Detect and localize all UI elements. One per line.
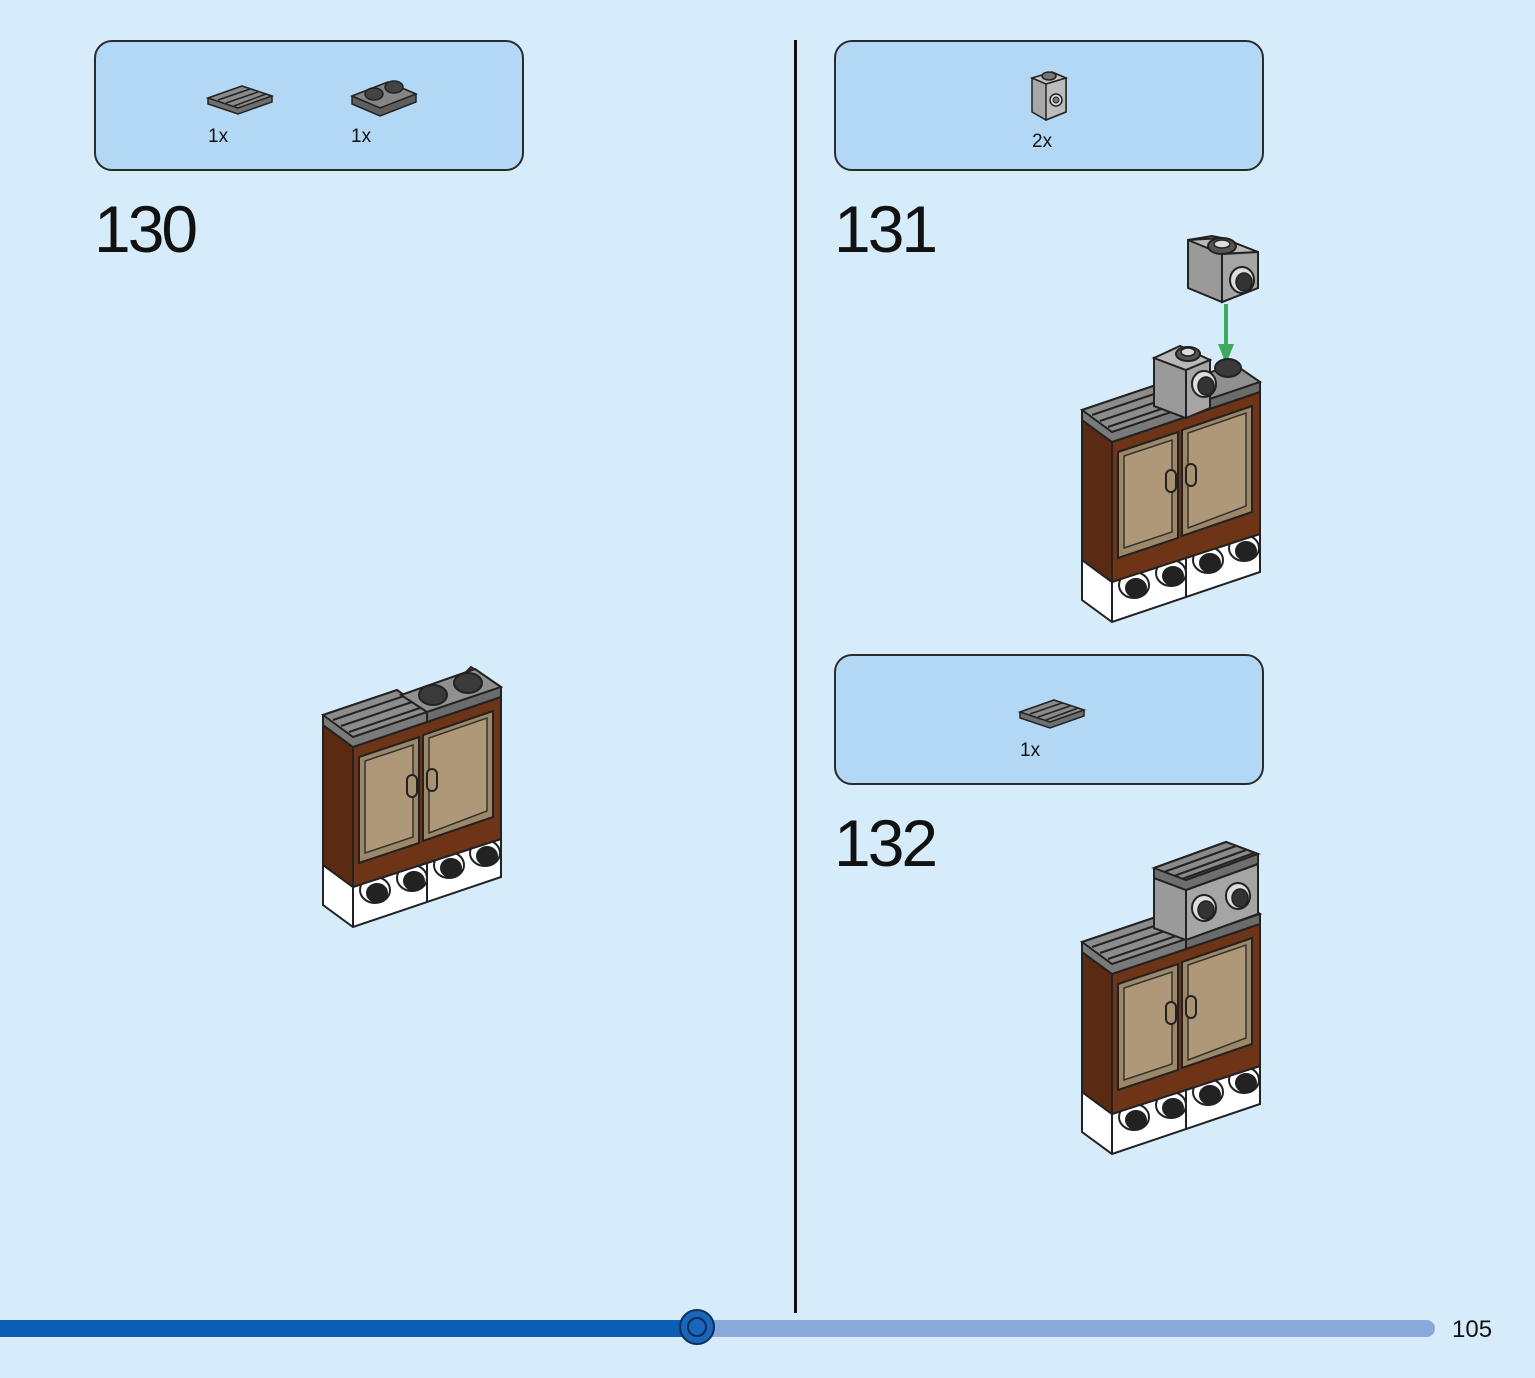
parts-box-step-131: 2x	[834, 40, 1264, 171]
arrow-down-icon	[1218, 304, 1234, 364]
plate-1x2-icon	[350, 80, 418, 117]
grille-plate-icon	[205, 85, 275, 115]
parts-box-step-130: 1x 1x	[94, 40, 524, 171]
cabinet-model-step-130	[322, 666, 502, 928]
cabinet-model-step-132	[1081, 840, 1261, 1155]
cabinet-model-step-131	[1081, 234, 1261, 623]
bracket-brick-icon	[1029, 71, 1069, 122]
part-qty: 1x	[351, 126, 372, 147]
step-number: 130	[94, 192, 198, 266]
part-qty: 1x	[208, 126, 229, 147]
page-divider	[794, 40, 797, 1313]
progress-knob-icon	[679, 1309, 715, 1345]
page-number: 105	[1452, 1316, 1493, 1343]
parts-box-step-132: 1x	[834, 654, 1264, 785]
grille-plate-icon	[1017, 699, 1087, 729]
progress-fill	[0, 1320, 697, 1337]
step-number: 132	[834, 806, 938, 880]
part-qty: 1x	[1020, 740, 1041, 761]
bracket-brick-icon	[1187, 234, 1259, 304]
step-number: 131	[834, 192, 938, 266]
part-qty: 2x	[1032, 131, 1053, 152]
